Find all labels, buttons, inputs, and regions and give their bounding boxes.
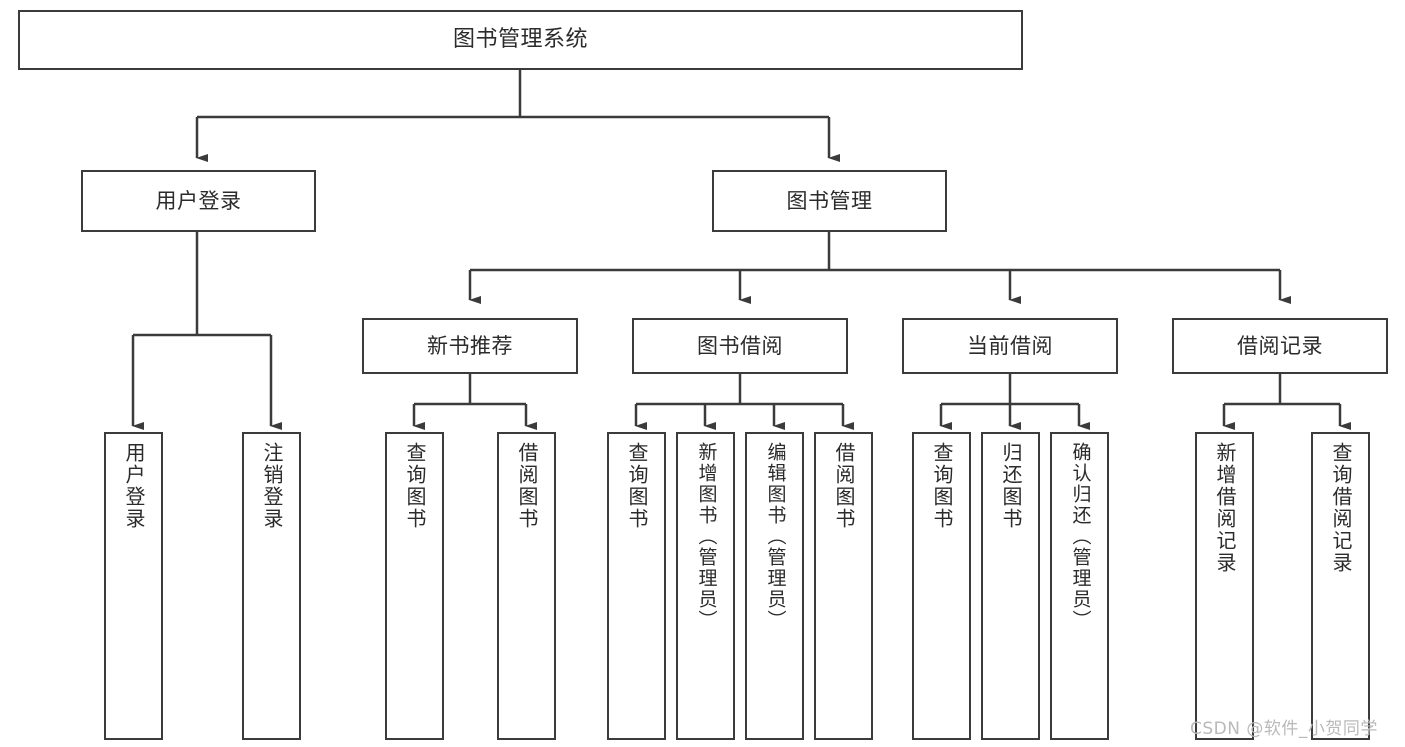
leaf-user-login-login[interactable]: 用户登录 bbox=[104, 432, 163, 740]
node-book-borrow[interactable]: 图书借阅 bbox=[632, 318, 848, 374]
node-label: 查询借阅记录 bbox=[1329, 442, 1353, 574]
node-label: 当前借阅 bbox=[967, 333, 1053, 358]
node-label: 图书管理系统 bbox=[452, 27, 588, 53]
node-label: 借阅图书 bbox=[832, 442, 856, 530]
leaf-current-borrow-confirm-return-admin[interactable]: 确认归还（管理员） bbox=[1050, 432, 1109, 740]
node-label: 查询图书 bbox=[403, 442, 427, 530]
leaf-book-borrow-add-book-admin[interactable]: 新增图书（管理员） bbox=[676, 432, 735, 740]
leaf-borrow-record-add-record[interactable]: 新增借阅记录 bbox=[1195, 432, 1254, 740]
node-label: 归还图书 bbox=[999, 442, 1023, 530]
leaf-borrow-record-query-record[interactable]: 查询借阅记录 bbox=[1311, 432, 1370, 740]
leaf-new-book-query-book[interactable]: 查询图书 bbox=[385, 432, 444, 740]
node-borrow-record[interactable]: 借阅记录 bbox=[1172, 318, 1388, 374]
node-label: 确认归还（管理员） bbox=[1069, 442, 1092, 631]
leaf-current-borrow-return-book[interactable]: 归还图书 bbox=[981, 432, 1040, 740]
node-label: 图书借阅 bbox=[697, 333, 783, 358]
node-book-management[interactable]: 图书管理 bbox=[712, 170, 947, 232]
leaf-book-borrow-query-book[interactable]: 查询图书 bbox=[607, 432, 666, 740]
node-label: 用户登录 bbox=[122, 442, 146, 530]
node-label: 查询图书 bbox=[930, 442, 954, 530]
leaf-new-book-borrow-book[interactable]: 借阅图书 bbox=[497, 432, 556, 740]
csdn-watermark: CSDN @软件_小贺同学 bbox=[1190, 719, 1378, 739]
node-label: 编辑图书（管理员） bbox=[764, 442, 787, 631]
node-root-book-management-system[interactable]: 图书管理系统 bbox=[18, 10, 1023, 70]
node-label: 用户登录 bbox=[155, 188, 242, 213]
node-label: 图书管理 bbox=[786, 188, 873, 213]
node-label: 新增借阅记录 bbox=[1213, 442, 1237, 574]
leaf-book-borrow-edit-book-admin[interactable]: 编辑图书（管理员） bbox=[745, 432, 804, 740]
leaf-current-borrow-query-book[interactable]: 查询图书 bbox=[912, 432, 971, 740]
node-label: 借阅记录 bbox=[1237, 333, 1323, 358]
node-label: 注销登录 bbox=[260, 442, 284, 530]
node-user-login[interactable]: 用户登录 bbox=[81, 170, 316, 232]
leaf-book-borrow-borrow-book[interactable]: 借阅图书 bbox=[814, 432, 873, 740]
node-label: 查询图书 bbox=[625, 442, 649, 530]
leaf-user-login-logout[interactable]: 注销登录 bbox=[242, 432, 301, 740]
node-current-borrow[interactable]: 当前借阅 bbox=[902, 318, 1118, 374]
node-label: 借阅图书 bbox=[515, 442, 539, 530]
node-label: 新增图书（管理员） bbox=[695, 442, 718, 631]
node-label: 新书推荐 bbox=[427, 333, 513, 358]
node-new-book-recommend[interactable]: 新书推荐 bbox=[362, 318, 578, 374]
